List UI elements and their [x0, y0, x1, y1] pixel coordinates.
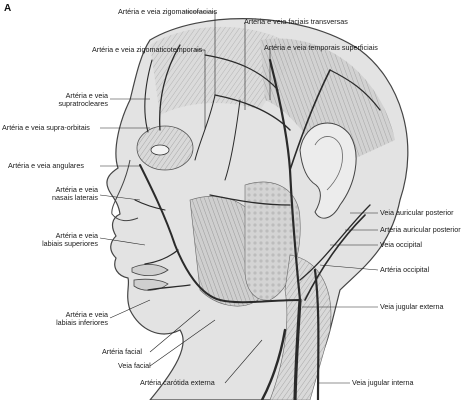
label-jugular-externa: Veia jugular externa: [380, 303, 444, 311]
label-labiais-inf-line2: labiais inferiores: [34, 319, 108, 327]
panel-letter: A: [4, 3, 11, 14]
label-supratrocleares-line2: supratrocleares: [50, 100, 108, 108]
label-zigomaticotemporais: Artéria e veia zigomaticotemporais: [92, 46, 202, 54]
label-veia-facial: Veia facial: [118, 362, 151, 370]
label-labiais-sup-line2: labiais superiores: [24, 240, 98, 248]
label-veia-auricular-posterior: Veia auricular posterior: [380, 209, 454, 217]
label-arteria-facial: Artéria facial: [102, 348, 142, 356]
label-angulares: Artéria e veia angulares: [8, 162, 84, 170]
label-nasais-line2: nasais laterais: [34, 194, 98, 202]
label-arteria-auricular-posterior: Artéria auricular posterior: [380, 226, 461, 234]
label-arteria-occipital: Artéria occipital: [380, 266, 429, 274]
label-veia-occipital: Veia occipital: [380, 241, 422, 249]
label-temporais-superficiais: Artéria e veia temporais superficiais: [264, 44, 378, 52]
label-zigomaticofaciais: Artéria e veia zigomaticofaciais: [118, 8, 217, 16]
label-jugular-interna: Veia jugular interna: [352, 379, 414, 387]
label-faciais-transversas: Artéria e veia faciais transversas: [244, 18, 348, 26]
label-carotida-externa: Artéria carótida externa: [140, 379, 215, 387]
label-supra-orbitais: Artéria e veia supra-orbitais: [2, 124, 90, 132]
